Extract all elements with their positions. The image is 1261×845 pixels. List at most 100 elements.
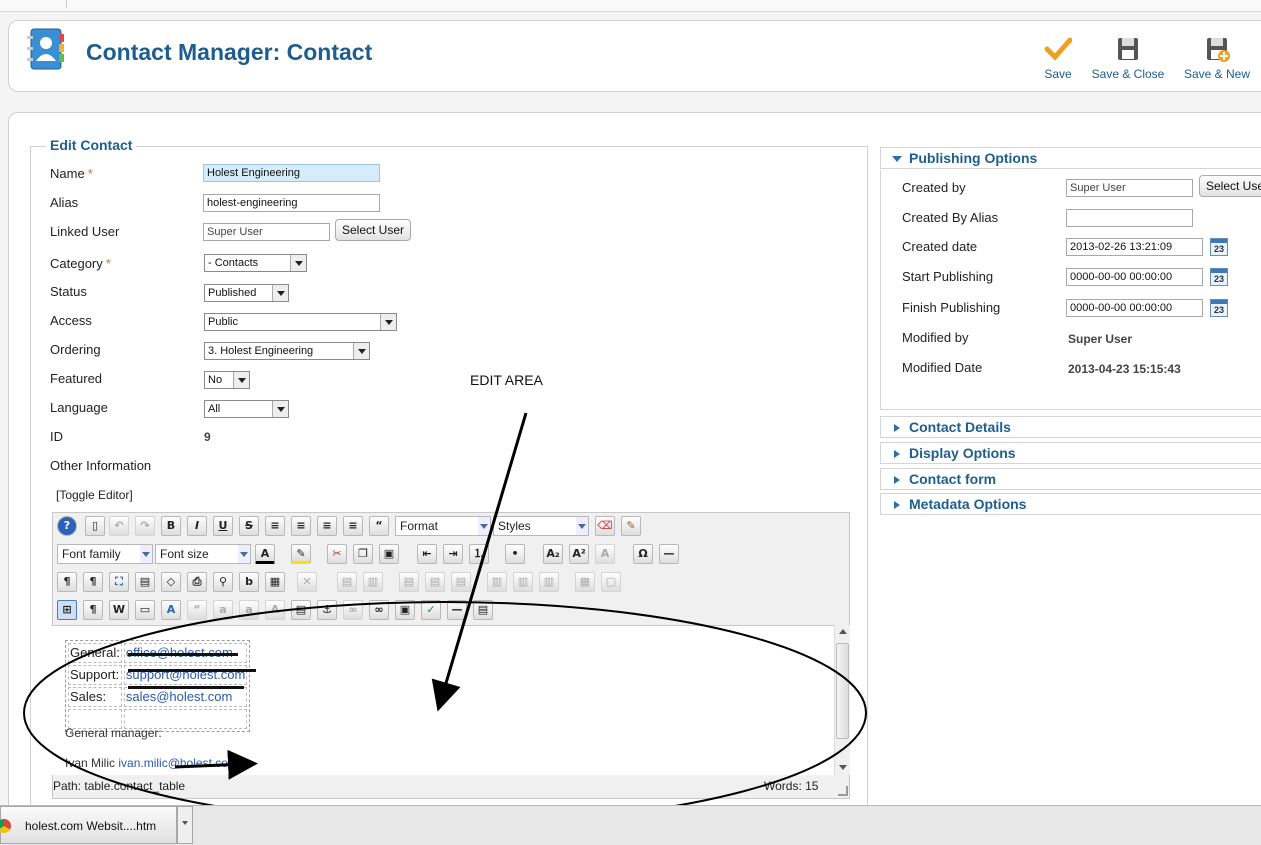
delete-table-icon[interactable]: ✕ xyxy=(297,572,317,592)
print-icon[interactable]: ⎙ xyxy=(187,572,207,592)
merge-cells-icon[interactable]: ▢ xyxy=(601,572,621,592)
select-user-button-publishing[interactable]: Select User xyxy=(1199,175,1261,197)
ordered-list-icon[interactable]: ⒈ xyxy=(469,544,489,564)
show-blocks-icon[interactable]: ¶ xyxy=(83,600,103,620)
contact-details-header[interactable]: Contact Details xyxy=(880,416,1261,438)
cut-icon[interactable]: ✂ xyxy=(327,544,347,564)
strikethrough-icon[interactable]: S xyxy=(239,516,259,536)
select-user-button[interactable]: Select User xyxy=(335,219,412,241)
row-props-icon[interactable]: ▤ xyxy=(337,572,357,592)
resize-grip-icon[interactable] xyxy=(838,786,848,796)
horizontal-rule-icon[interactable]: — xyxy=(659,544,679,564)
abbr-icon[interactable]: A xyxy=(595,544,615,564)
calendar-icon[interactable]: 23 xyxy=(1210,299,1228,317)
calendar-icon[interactable]: 23 xyxy=(1210,268,1228,286)
styleprops-icon[interactable]: A xyxy=(161,600,181,620)
split-cells-icon[interactable]: ▦ xyxy=(575,572,595,592)
created-date-input[interactable]: 2013-02-26 13:21:09 xyxy=(1066,238,1203,256)
ins-icon[interactable]: A xyxy=(265,600,285,620)
link-icon[interactable]: ∞ xyxy=(369,600,389,620)
row-after-icon[interactable]: ▤ xyxy=(425,572,445,592)
insert-layer-icon[interactable]: ▭ xyxy=(135,600,155,620)
align-left-icon[interactable]: ≡ xyxy=(317,516,337,536)
category-select[interactable]: - Contacts xyxy=(204,254,307,272)
spellcheck-icon[interactable]: ✓ xyxy=(421,600,441,620)
search-icon[interactable]: ⚲ xyxy=(213,572,233,592)
eraser-icon[interactable]: ⌫ xyxy=(595,516,615,536)
blockquote-icon[interactable]: “ xyxy=(369,516,389,536)
align-center-icon[interactable]: ≡ xyxy=(291,516,311,536)
display-options-header[interactable]: Display Options xyxy=(880,442,1261,464)
acronym-icon[interactable]: a xyxy=(239,600,259,620)
publishing-options-header[interactable]: Publishing Options xyxy=(880,147,1261,169)
ordering-select[interactable]: 3. Holest Engineering xyxy=(204,342,370,360)
new-document-icon[interactable]: ▯ xyxy=(85,516,105,536)
taskbar-item-menu[interactable] xyxy=(177,806,193,844)
font-family-select[interactable]: Font family xyxy=(57,544,153,564)
superscript-icon[interactable]: A² xyxy=(569,544,589,564)
scroll-down-icon[interactable] xyxy=(839,765,847,770)
template-icon[interactable]: ▤ xyxy=(291,600,311,620)
image-icon[interactable]: ▣ xyxy=(395,600,415,620)
text-color-icon[interactable]: A xyxy=(255,544,275,564)
row-before-icon[interactable]: ▤ xyxy=(399,572,419,592)
access-select[interactable]: Public xyxy=(204,313,397,331)
scroll-up-icon[interactable] xyxy=(839,629,847,634)
html-source-icon[interactable]: ◇ xyxy=(161,572,181,592)
col-after-icon[interactable]: ▥ xyxy=(513,572,533,592)
start-publishing-input[interactable]: 0000-00-00 00:00:00 xyxy=(1066,268,1203,286)
cell-props-icon[interactable]: ▥ xyxy=(363,572,383,592)
help-icon[interactable]: ? xyxy=(57,516,77,536)
ltr-icon[interactable]: ¶ xyxy=(57,572,77,592)
cleanup-brush-icon[interactable]: ✎ xyxy=(621,516,641,536)
readmore-icon[interactable]: ▤ xyxy=(473,600,493,620)
abbr-2-icon[interactable]: a xyxy=(213,600,233,620)
styles-select[interactable]: Styles xyxy=(493,516,589,536)
col-before-icon[interactable]: ▥ xyxy=(487,572,507,592)
anchor-icon[interactable]: ⚓ xyxy=(317,600,337,620)
finish-publishing-input[interactable]: 0000-00-00 00:00:00 xyxy=(1066,299,1203,317)
language-select[interactable]: All xyxy=(204,400,289,418)
delete-row-icon[interactable]: ▤ xyxy=(451,572,471,592)
indent-icon[interactable]: ⇥ xyxy=(443,544,463,564)
scroll-thumb[interactable] xyxy=(836,643,849,739)
special-char-icon[interactable]: Ω xyxy=(633,544,653,564)
underline-icon[interactable]: U xyxy=(213,516,233,536)
font-size-select[interactable]: Font size xyxy=(155,544,251,564)
highlight-color-icon[interactable]: ✎ xyxy=(291,544,311,564)
featured-select[interactable]: No xyxy=(204,371,250,389)
paste-icon[interactable]: ▣ xyxy=(379,544,399,564)
delete-col-icon[interactable]: ▥ xyxy=(539,572,559,592)
save-new-button[interactable]: Save & New xyxy=(1181,35,1253,81)
undo-icon[interactable]: ↶ xyxy=(109,516,129,536)
italic-icon[interactable]: I xyxy=(187,516,207,536)
preview-icon[interactable]: ▤ xyxy=(135,572,155,592)
name-input[interactable]: Holest Engineering xyxy=(203,164,380,182)
alias-input[interactable]: holest-engineering xyxy=(203,194,380,212)
replace-icon[interactable]: b xyxy=(239,572,259,592)
align-right-icon[interactable]: ≡ xyxy=(343,516,363,536)
paste-word-icon[interactable]: W xyxy=(109,600,129,620)
fullscreen-icon[interactable]: ⛶ xyxy=(109,572,129,592)
contact-form-header[interactable]: Contact form xyxy=(880,468,1261,490)
outdent-icon[interactable]: ⇤ xyxy=(417,544,437,564)
editor-content-area[interactable]: General:office@holest.comSupport:support… xyxy=(52,625,834,775)
save-close-button[interactable]: Save & Close xyxy=(1088,35,1168,81)
align-justify-icon[interactable]: ≡ xyxy=(265,516,285,536)
format-select[interactable]: Format xyxy=(395,516,491,536)
bullet-list-icon[interactable]: • xyxy=(505,544,525,564)
redo-icon[interactable]: ↷ xyxy=(135,516,155,536)
subscript-icon[interactable]: A₂ xyxy=(543,544,563,564)
rtl-icon[interactable]: ¶ xyxy=(83,572,103,592)
toggle-editor-link[interactable]: [Toggle Editor] xyxy=(56,488,133,502)
taskbar-download-item[interactable]: holest.com Websit....htm xyxy=(0,806,177,844)
calendar-icon[interactable]: 23 xyxy=(1210,238,1228,256)
insert-table-icon[interactable]: ▦ xyxy=(265,572,285,592)
cite-icon[interactable]: “ xyxy=(187,600,207,620)
editor-scrollbar[interactable] xyxy=(834,625,850,775)
status-select[interactable]: Published xyxy=(204,284,289,302)
created-by-alias-input[interactable] xyxy=(1066,209,1193,227)
bold-icon[interactable]: B xyxy=(161,516,181,536)
hr-2-icon[interactable]: — xyxy=(447,600,467,620)
save-button[interactable]: Save xyxy=(1038,35,1078,81)
